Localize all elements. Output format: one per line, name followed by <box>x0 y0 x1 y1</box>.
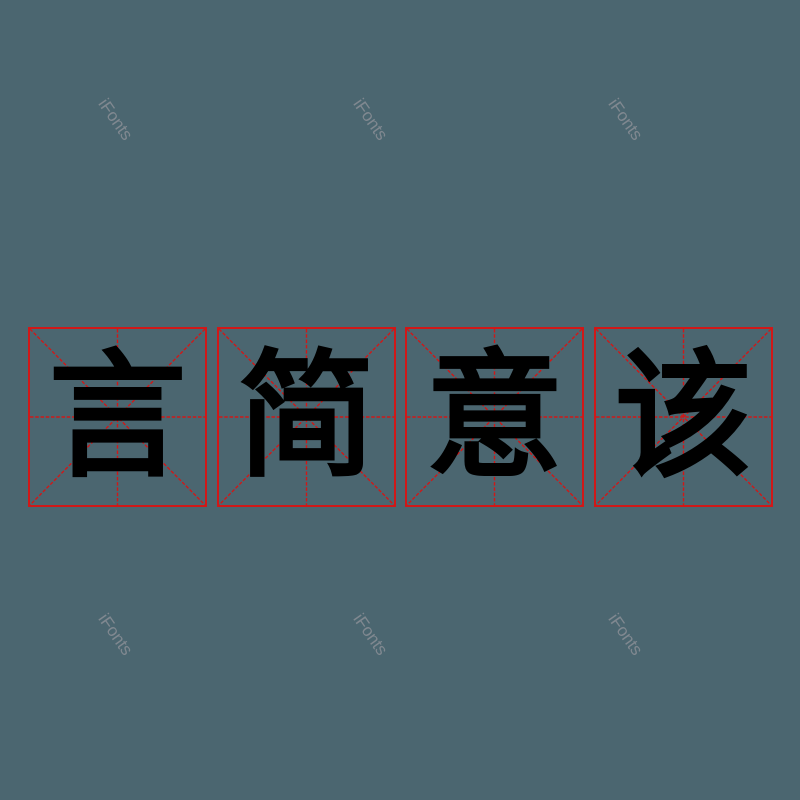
watermark: iFonts <box>349 610 392 659</box>
grid-box-2: 简 <box>217 327 396 507</box>
grid-box-3: 意 <box>405 327 584 507</box>
watermark: iFonts <box>349 95 392 144</box>
character: 意 <box>425 336 564 497</box>
watermark: iFonts <box>604 95 647 144</box>
grid-lines-icon <box>30 329 205 505</box>
grid-box-4: 该 <box>594 327 773 507</box>
watermark: iFonts <box>94 95 137 144</box>
grid-lines-icon <box>596 329 771 505</box>
character: 言 <box>48 336 187 497</box>
character: 简 <box>237 336 376 497</box>
watermark: iFonts <box>604 610 647 659</box>
watermark: iFonts <box>94 610 137 659</box>
character: 该 <box>614 336 753 497</box>
grid-lines-icon <box>219 329 394 505</box>
grid-lines-icon <box>407 329 582 505</box>
grid-box-1: 言 <box>28 327 207 507</box>
